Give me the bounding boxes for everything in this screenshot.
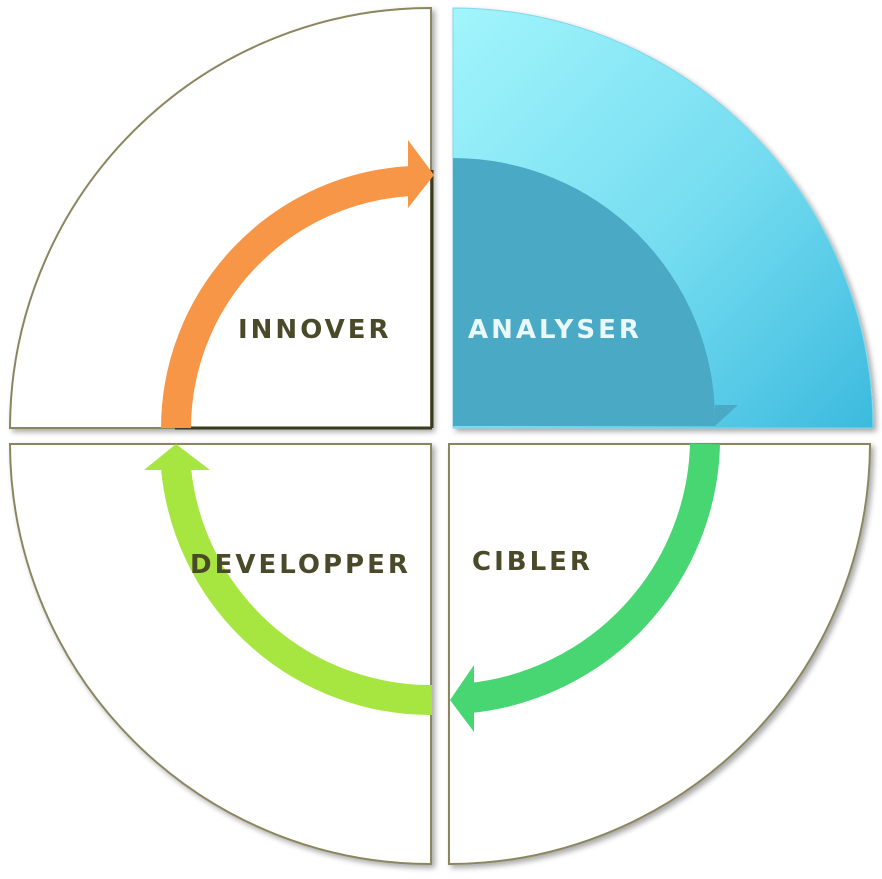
lime-curved-arrow-icon: [144, 444, 433, 716]
analyser-inner-sector: [453, 158, 738, 426]
quadrant-cibler: [448, 443, 872, 866]
quadrant-innover: [8, 6, 432, 429]
quadrant-developper: [8, 443, 432, 866]
label-cibler: CIBLER: [472, 547, 593, 577]
label-innover: INNOVER: [238, 315, 392, 345]
orange-curved-arrow-icon: [161, 140, 434, 429]
label-analyser: ANALYSER: [468, 315, 642, 345]
label-developper: DEVELOPPER: [190, 550, 411, 580]
green-curved-arrow-icon: [450, 443, 720, 732]
